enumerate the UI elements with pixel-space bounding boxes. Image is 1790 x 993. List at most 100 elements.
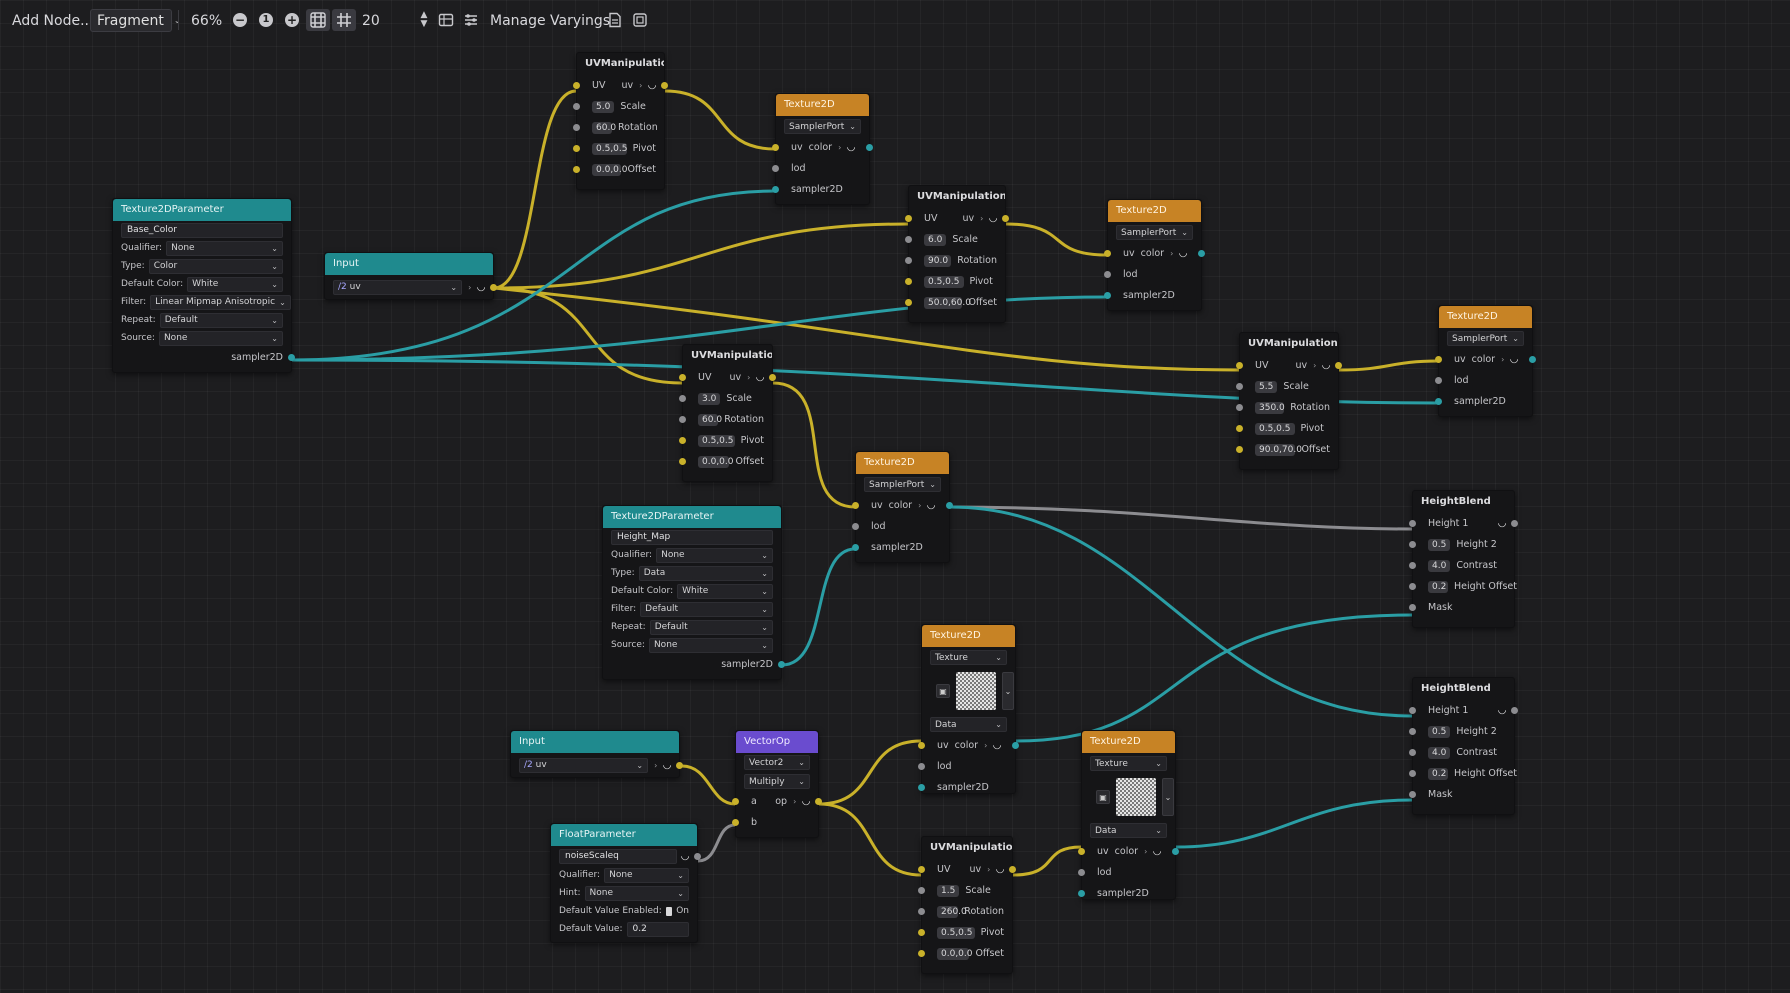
default-color-select[interactable]: White⌄ [187, 276, 283, 292]
default-value-enabled-checkbox[interactable] [665, 906, 673, 916]
expand-icon[interactable]: ◡ [477, 281, 485, 293]
preview-toggle-button[interactable] [628, 9, 652, 31]
scale-value[interactable]: 3.0 [698, 392, 721, 405]
expand-icon[interactable]: ◡ [802, 796, 810, 807]
show-code-button[interactable] [603, 9, 627, 31]
input-port[interactable] [918, 763, 925, 770]
expand-icon[interactable]: ◡ [1153, 846, 1161, 857]
input-port[interactable] [1435, 398, 1442, 405]
height-offset-value[interactable]: 0.2 [1428, 580, 1448, 593]
expand-icon[interactable]: ◡ [648, 80, 656, 91]
expand-icon[interactable]: ◡ [1322, 360, 1330, 371]
offset-value[interactable]: 0.0,0.0 [698, 455, 734, 468]
input-port[interactable] [573, 124, 580, 131]
input-port[interactable] [679, 374, 686, 381]
arrange-nodes-button[interactable] [459, 9, 483, 31]
snap-distance-stepper[interactable]: ▲ ▼ [412, 9, 436, 31]
input-port[interactable] [1078, 869, 1085, 876]
texture-type-select[interactable]: Data⌄ [930, 717, 1007, 732]
input-port[interactable] [679, 437, 686, 444]
load-texture-icon[interactable]: ▣ [936, 684, 950, 698]
input-port[interactable] [772, 144, 779, 151]
offset-value[interactable]: 90.0,70.0 [1255, 443, 1302, 456]
filter-select[interactable]: Linear Mipmap Anisotropic⌄ [150, 294, 291, 310]
expand-icon[interactable]: ◡ [989, 213, 997, 224]
input-port[interactable] [1104, 292, 1111, 299]
chevron-down-icon[interactable]: ⌄ [1002, 672, 1014, 710]
expand-icon[interactable]: ◡ [663, 759, 671, 771]
texture-preview[interactable] [1116, 778, 1156, 816]
scale-value[interactable]: 1.5 [937, 884, 960, 897]
input-port[interactable] [1409, 583, 1416, 590]
input-port[interactable] [905, 257, 912, 264]
input-port[interactable] [852, 502, 859, 509]
input-port[interactable] [905, 236, 912, 243]
input-port[interactable] [1236, 383, 1243, 390]
texture2d-parameter-node[interactable]: Texture2DParameter Base_Color Qualifier:… [112, 198, 295, 373]
input-port[interactable] [918, 950, 925, 957]
input-port[interactable] [1409, 520, 1416, 527]
output-port[interactable] [1009, 866, 1016, 873]
add-node-button[interactable]: Add Node... [12, 13, 94, 29]
texture-source-select[interactable]: Texture⌄ [1090, 756, 1167, 771]
input-port[interactable] [1435, 356, 1442, 363]
input-port[interactable] [1409, 728, 1416, 735]
output-port[interactable] [1529, 356, 1536, 363]
offset-value[interactable]: 0.0,0.0 [592, 163, 628, 176]
input-port[interactable] [1409, 604, 1416, 611]
input-port[interactable] [918, 887, 925, 894]
input-port[interactable] [918, 784, 925, 791]
expand-icon[interactable]: ◡ [1498, 518, 1506, 529]
scale-value[interactable]: 5.0 [592, 100, 615, 113]
parameter-name-input[interactable]: Height_Map [611, 529, 773, 545]
input-port[interactable] [905, 215, 912, 222]
hint-select[interactable]: None⌄ [584, 885, 689, 901]
input-port[interactable] [573, 166, 580, 173]
height2-value[interactable]: 0.5 [1428, 725, 1451, 738]
input-port[interactable] [852, 544, 859, 551]
texture-preview[interactable] [956, 672, 996, 710]
load-texture-icon[interactable]: ▣ [1096, 790, 1110, 804]
input-port[interactable] [573, 82, 580, 89]
input-port[interactable] [1236, 446, 1243, 453]
zoom-in-button[interactable]: + [280, 9, 304, 31]
expand-icon[interactable]: ◡ [1510, 354, 1518, 365]
contrast-value[interactable]: 4.0 [1428, 559, 1451, 572]
expand-icon[interactable]: ◡ [993, 740, 1001, 751]
output-port[interactable] [778, 661, 785, 668]
input-port[interactable] [772, 165, 779, 172]
input-port[interactable] [1078, 890, 1085, 897]
output-port[interactable] [1335, 362, 1342, 369]
input-port[interactable] [679, 458, 686, 465]
texture-source-select[interactable]: SamplerPort⌄ [864, 477, 941, 492]
rotation-value[interactable]: 260.0 [937, 905, 967, 918]
output-port[interactable] [288, 354, 295, 361]
pivot-value[interactable]: 0.5,0.5 [924, 275, 964, 288]
scale-value[interactable]: 6.0 [924, 233, 947, 246]
shader-mode-select[interactable]: Fragment ⌄ [90, 9, 181, 32]
height2-value[interactable]: 0.5 [1428, 538, 1451, 551]
input-node[interactable]: Input ∕2 uv⌄ ›◡ [324, 252, 497, 300]
input-type-select[interactable]: ∕2 uv⌄ [333, 279, 463, 295]
input-port[interactable] [1236, 404, 1243, 411]
zoom-reset-button[interactable]: 1 [254, 9, 278, 31]
minimap-toggle-button[interactable] [434, 9, 458, 31]
scale-value[interactable]: 5.5 [1255, 380, 1278, 393]
rotation-value[interactable]: 60.0 [698, 413, 722, 426]
grid-toggle-button[interactable] [306, 9, 330, 31]
type-select[interactable]: Color⌄ [148, 258, 283, 274]
input-type-select[interactable]: ∕2 uv⌄ [519, 757, 649, 773]
texture-type-select[interactable]: Data⌄ [1090, 823, 1167, 838]
